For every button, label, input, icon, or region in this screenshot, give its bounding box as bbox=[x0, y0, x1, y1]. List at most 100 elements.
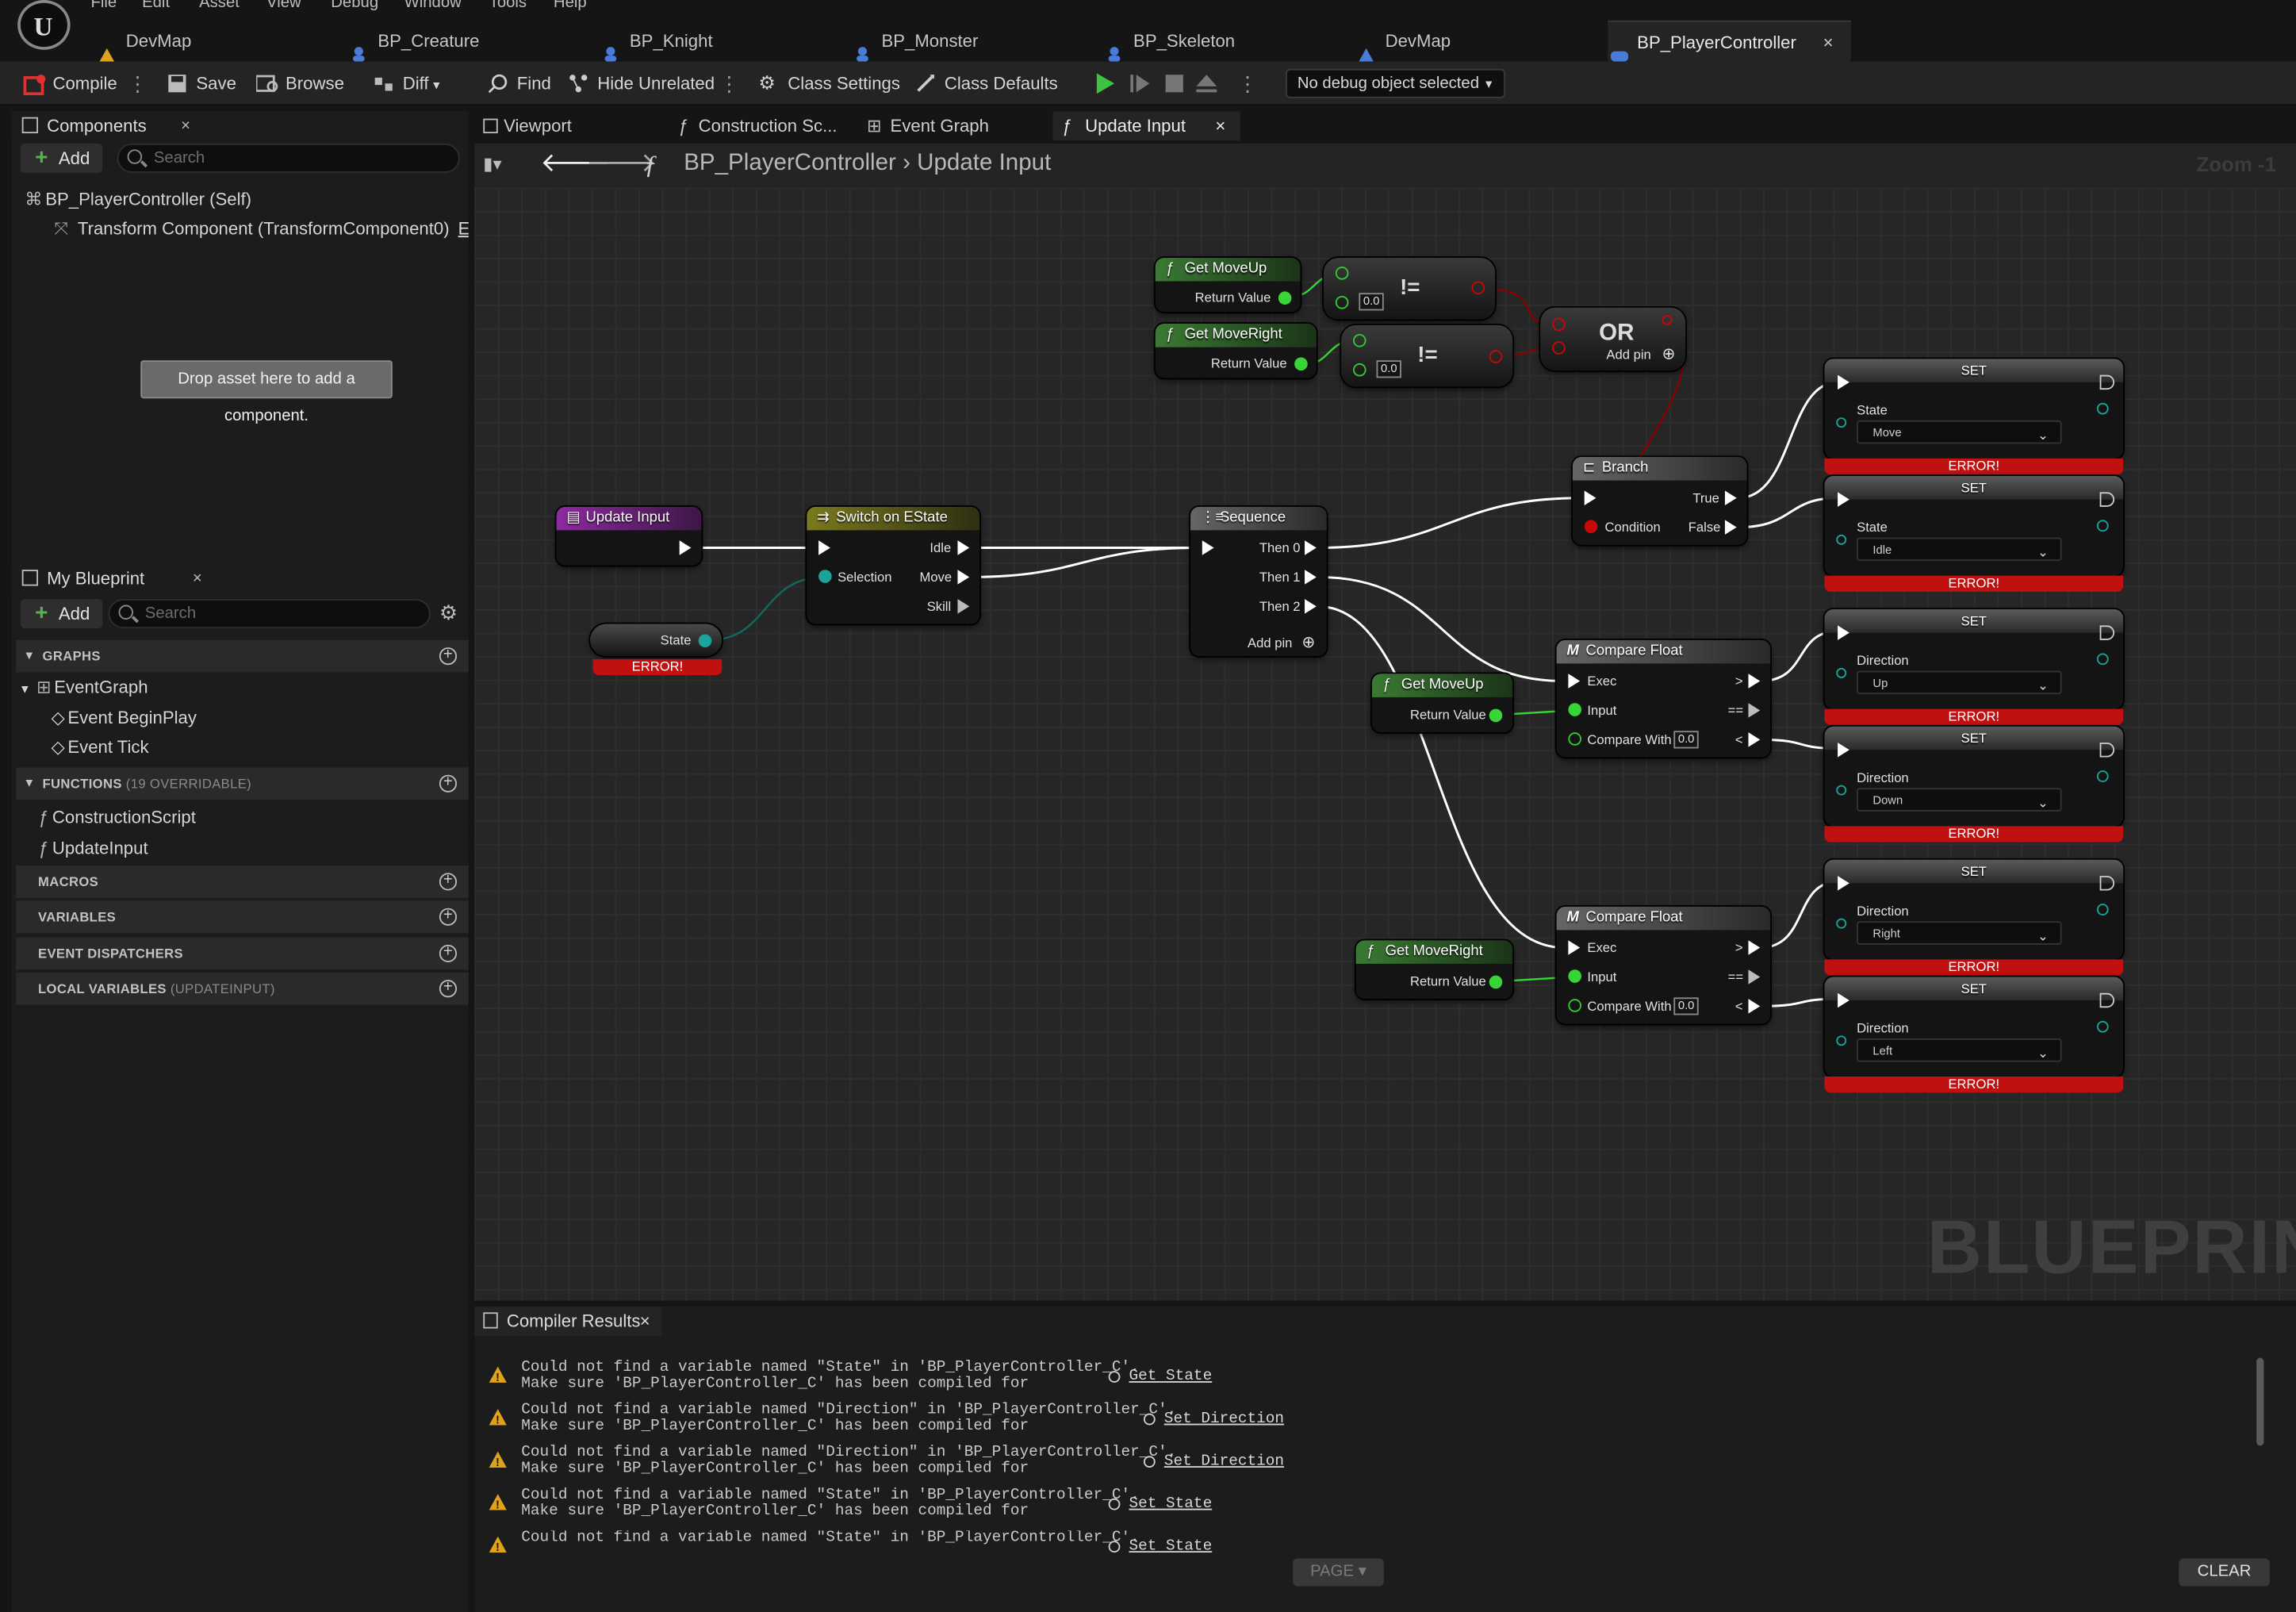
gt-exec-pin[interactable] bbox=[1748, 940, 1761, 955]
true-exec-pin[interactable] bbox=[1724, 490, 1737, 505]
message-link[interactable]: Set Direction bbox=[1143, 1453, 1284, 1470]
or-node[interactable]: OR Add pin ⊕ bbox=[1540, 307, 1686, 371]
compiler-message[interactable]: Could not find a variable named "State" … bbox=[489, 1530, 1749, 1553]
exec-in-pin[interactable] bbox=[1568, 674, 1581, 689]
exec-out-pin[interactable] bbox=[2099, 876, 2115, 891]
state-out-pin[interactable] bbox=[698, 634, 712, 648]
a-pin[interactable] bbox=[1335, 267, 1349, 280]
doc-tab-bp-knight[interactable]: BP_Knight bbox=[600, 21, 820, 62]
debug-object-dropdown[interactable]: No debug object selected▾ bbox=[1286, 68, 1505, 98]
menu-tools[interactable]: Tools bbox=[489, 0, 527, 12]
then-2-pin[interactable] bbox=[1305, 599, 1317, 614]
doc-tab-bp-skeleton[interactable]: BP_Skeleton bbox=[1104, 21, 1324, 62]
bool-out-pin[interactable] bbox=[1662, 314, 1673, 325]
skill-exec-pin[interactable] bbox=[957, 599, 970, 614]
set-direction-node-right[interactable]: SET Direction Right⌄ bbox=[1824, 859, 2124, 960]
menu-debug[interactable]: Debug bbox=[331, 0, 379, 12]
then-0-pin[interactable] bbox=[1305, 540, 1317, 555]
exec-in-pin[interactable] bbox=[1202, 540, 1214, 555]
exec-in-pin[interactable] bbox=[1838, 374, 1849, 390]
doc-tab-devmap-2[interactable]: DevMap bbox=[1356, 21, 1576, 62]
add-macro-icon[interactable]: + bbox=[439, 872, 458, 891]
save-button[interactable]: Save bbox=[167, 62, 236, 106]
compiler-message[interactable]: Could not find a variable named "Directi… bbox=[489, 1403, 1749, 1438]
close-tab-icon[interactable]: × bbox=[1215, 115, 1226, 136]
sequence-node[interactable]: ⋮≡Sequence Then 0 Then 1 Then 2 Add pin … bbox=[1190, 506, 1327, 657]
message-link[interactable]: Get State bbox=[1108, 1368, 1212, 1385]
graphs-section[interactable]: ▼GRAPHS+ bbox=[16, 639, 469, 673]
gear-icon[interactable]: ⚙ bbox=[439, 600, 458, 624]
state-in-pin[interactable] bbox=[1836, 534, 1847, 545]
switch-on-estate-node[interactable]: ⇉Switch on EState Selection Idle Move Sk… bbox=[807, 506, 980, 624]
doc-tab-bp-monster[interactable]: BP_Monster bbox=[853, 21, 1072, 62]
b-pin[interactable] bbox=[1352, 363, 1366, 377]
b-pin[interactable] bbox=[1552, 341, 1566, 355]
diff-button[interactable]: Diff▾ bbox=[374, 62, 439, 106]
bool-out-pin[interactable] bbox=[1471, 281, 1485, 295]
exec-in-pin[interactable] bbox=[1568, 940, 1581, 955]
doc-tab-bp-creature[interactable]: BP_Creature bbox=[348, 21, 568, 62]
add-function-icon[interactable]: + bbox=[439, 774, 458, 793]
add-variable-icon[interactable]: + bbox=[439, 908, 458, 926]
message-link[interactable]: Set State bbox=[1108, 1539, 1212, 1553]
class-defaults-button[interactable]: Class Defaults bbox=[915, 62, 1058, 106]
exec-in-pin[interactable] bbox=[1838, 992, 1849, 1008]
menu-edit[interactable]: Edit bbox=[142, 0, 171, 12]
exec-in-pin[interactable] bbox=[1838, 625, 1849, 640]
class-settings-button[interactable]: ⚙Class Settings bbox=[758, 71, 900, 94]
b-pin[interactable] bbox=[1335, 295, 1349, 309]
direction-in-pin[interactable] bbox=[1836, 667, 1847, 678]
message-link[interactable]: Set State bbox=[1108, 1496, 1212, 1513]
direction-value-dropdown[interactable]: Right⌄ bbox=[1857, 921, 2062, 945]
lt-exec-pin[interactable] bbox=[1748, 732, 1761, 747]
functions-section[interactable]: ▼FUNCTIONS (19 OVERRIDABLE)+ bbox=[16, 767, 469, 800]
return-value-pin[interactable] bbox=[1278, 291, 1292, 305]
add-local-variable-icon[interactable]: + bbox=[439, 979, 458, 998]
compile-button[interactable]: Compile bbox=[23, 62, 117, 106]
compare-with-pin[interactable] bbox=[1568, 732, 1582, 746]
event-graph-item[interactable]: ▼⊞EventGraph bbox=[19, 676, 148, 697]
close-panel-icon[interactable]: × bbox=[181, 117, 191, 135]
exec-in-pin[interactable] bbox=[1838, 492, 1849, 507]
lt-exec-pin[interactable] bbox=[1748, 999, 1761, 1014]
exec-out-pin[interactable] bbox=[2099, 374, 2115, 390]
direction-out-pin[interactable] bbox=[2096, 653, 2109, 666]
message-link[interactable]: Set Direction bbox=[1143, 1411, 1284, 1428]
exec-in-pin[interactable] bbox=[1584, 490, 1596, 505]
compare-with-pin[interactable] bbox=[1568, 999, 1582, 1012]
clear-button[interactable]: CLEAR bbox=[2179, 1558, 2270, 1587]
state-out-pin[interactable] bbox=[2096, 402, 2109, 415]
input-pin[interactable] bbox=[1568, 969, 1582, 983]
find-button[interactable]: Find bbox=[488, 62, 551, 106]
a-pin[interactable] bbox=[1552, 317, 1566, 332]
local-variables-section[interactable]: LOCAL VARIABLES (UPDATEINPUT)+ bbox=[16, 972, 469, 1005]
exec-in-pin[interactable] bbox=[1838, 876, 1849, 891]
not-equal-node-2[interactable]: 0.0 != bbox=[1341, 324, 1513, 387]
set-direction-node-down[interactable]: SET Direction Down⌄ bbox=[1824, 726, 2124, 827]
direction-in-pin[interactable] bbox=[1836, 785, 1847, 796]
add-member-button[interactable]: +Add bbox=[20, 599, 103, 629]
set-direction-node-left[interactable]: SET Direction Left⌄ bbox=[1824, 977, 2124, 1077]
direction-value-dropdown[interactable]: Up⌄ bbox=[1857, 670, 2062, 695]
add-dispatcher-icon[interactable]: + bbox=[439, 944, 458, 963]
gt-exec-pin[interactable] bbox=[1748, 674, 1761, 689]
close-tab-icon[interactable]: × bbox=[1823, 32, 1834, 53]
hide-unrelated-button[interactable]: Hide Unrelated bbox=[568, 62, 715, 106]
menu-asset[interactable]: Asset bbox=[199, 0, 240, 12]
exec-out-pin[interactable] bbox=[679, 540, 692, 555]
compiler-message[interactable]: Could not find a variable named "State" … bbox=[489, 1487, 1749, 1523]
exec-in-pin[interactable] bbox=[1838, 743, 1849, 758]
direction-value-dropdown[interactable]: Left⌄ bbox=[1857, 1038, 2062, 1062]
macros-section[interactable]: MACROS+ bbox=[16, 865, 469, 898]
update-input-entry-node[interactable]: ▤Update Input bbox=[556, 506, 702, 566]
compiler-message[interactable]: Could not find a variable named "Directi… bbox=[489, 1445, 1749, 1480]
add-pin-icon[interactable]: ⊕ bbox=[1662, 345, 1676, 363]
